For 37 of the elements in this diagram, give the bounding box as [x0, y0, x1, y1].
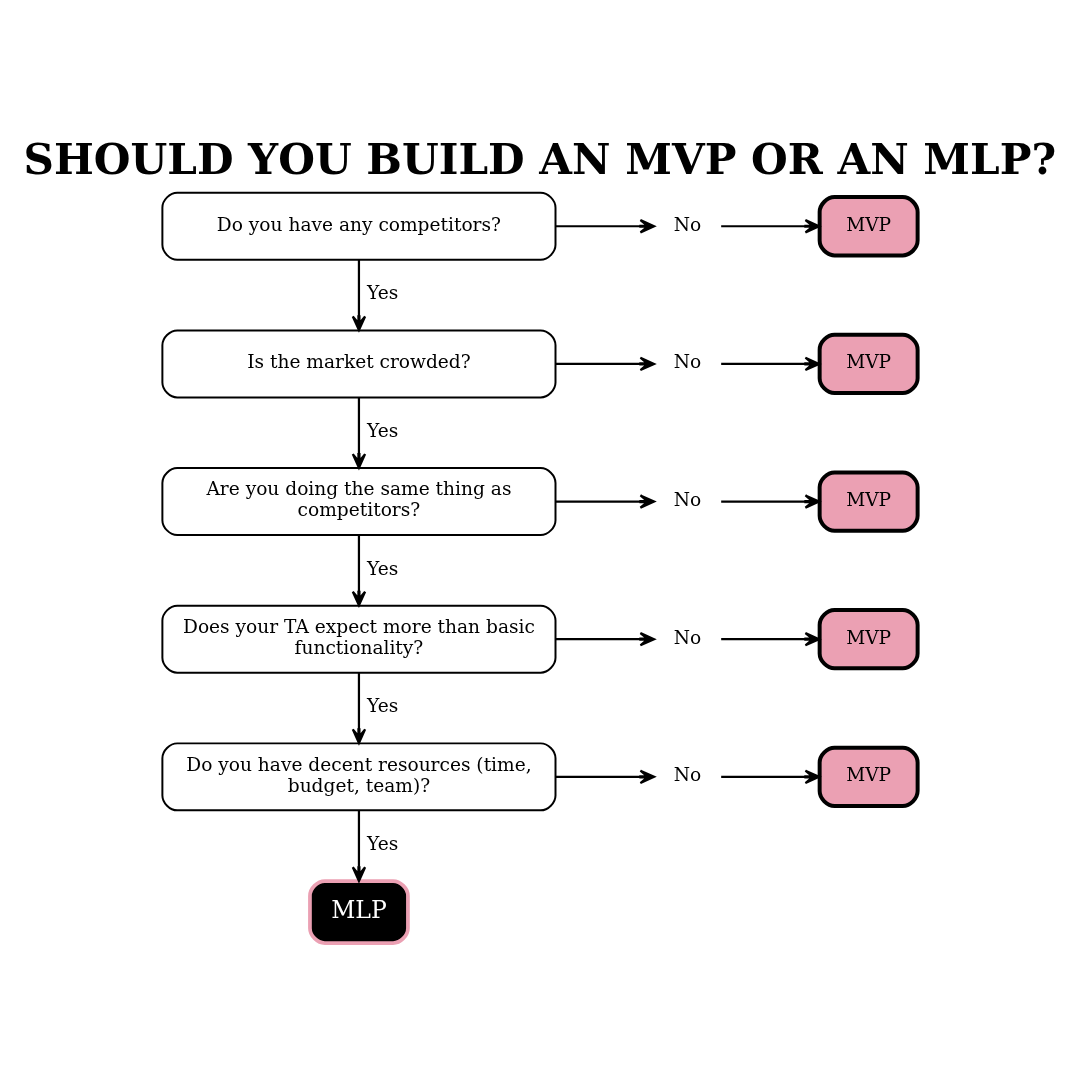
node-box: MLP [308, 879, 410, 945]
edge-label: Yes [367, 282, 399, 304]
arrow [351, 672, 367, 745]
arrow [555, 356, 656, 372]
arrow [721, 631, 821, 647]
arrow [555, 494, 656, 509]
node-box: Do you have any competitors? [161, 191, 557, 261]
node-box: Does your TA expect more than basic functionality? [161, 604, 557, 674]
arrow [351, 259, 367, 332]
node-box: MVP [817, 195, 920, 258]
edge-label: Yes [367, 420, 399, 442]
arrow [555, 769, 656, 785]
arrow [351, 535, 367, 607]
diagram-title: SHOULD YOU BUILD AN MVP OR AN MLP? [23, 134, 1057, 185]
node-box: MVP [817, 745, 920, 808]
arrow [721, 769, 821, 785]
node-text: No [673, 626, 702, 648]
edge-label: Yes [367, 695, 399, 717]
node-text: No [673, 488, 702, 510]
edge-label: Yes [367, 557, 399, 579]
node-box: Are you doing the same thing as competitors? [161, 467, 557, 537]
node-box: MVP [817, 470, 920, 533]
node-text: No [673, 351, 702, 373]
arrow [351, 810, 367, 883]
node-box: MVP [817, 332, 920, 396]
node-box: Do you have decent resources (time, budget, team)? [161, 742, 557, 812]
arrow [721, 494, 821, 509]
arrow [555, 631, 656, 647]
edge-label: Yes [367, 833, 399, 855]
arrow [721, 219, 821, 234]
node-text: No [673, 764, 702, 786]
node-box: MVP [817, 608, 920, 671]
arrow [721, 356, 821, 372]
node-box: Is the market crowded? [161, 329, 557, 399]
node-text: No [673, 213, 702, 235]
arrow [555, 219, 656, 234]
arrow [351, 397, 367, 469]
